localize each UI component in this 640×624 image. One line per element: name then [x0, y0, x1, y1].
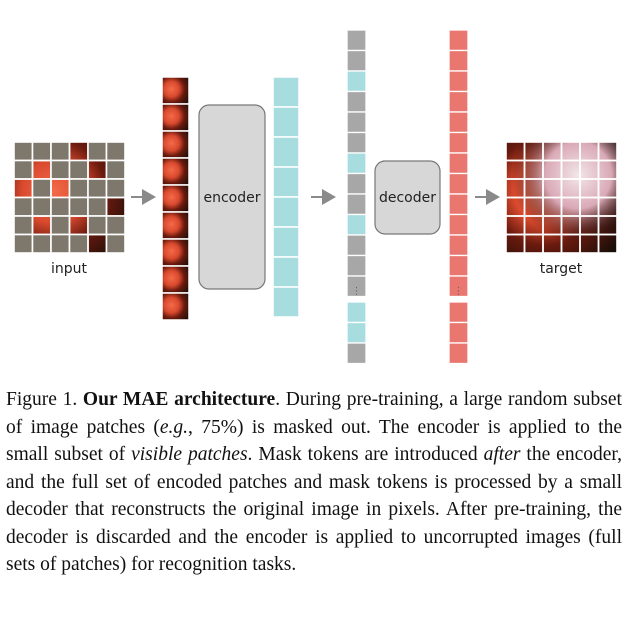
caption-title: Our MAE architecture: [82, 389, 276, 410]
masked-patch: [69, 197, 88, 216]
mask-token: [346, 29, 367, 52]
visible-patch: [162, 158, 189, 185]
encoded-token: [346, 152, 367, 175]
decoded-token: [448, 301, 469, 324]
mask-token: [346, 131, 367, 154]
mask-token: [346, 111, 367, 134]
decoded-token: [448, 111, 469, 134]
encoder-label: encoder: [203, 190, 260, 206]
decoded-token: [448, 275, 469, 298]
decoded-token: [448, 152, 469, 175]
encoded-token: [272, 226, 300, 258]
decoded-token: [448, 70, 469, 93]
mask-token: [346, 193, 367, 216]
encoded-token: [272, 256, 300, 288]
mask-token: [346, 172, 367, 195]
decoded-token: [448, 49, 469, 72]
masked-patch: [51, 142, 70, 161]
masked-patch: [32, 197, 51, 216]
masked-patch: [14, 197, 33, 216]
visible-patch: [162, 104, 189, 131]
visible-patch-border: [161, 292, 190, 321]
masked-patch: [106, 160, 125, 179]
visible-patch: [162, 212, 189, 239]
masked-patch: [32, 234, 51, 253]
masked-patch: [69, 234, 88, 253]
mask-token: [346, 275, 367, 298]
masked-patch: [51, 160, 70, 179]
masked-patch: [106, 142, 125, 161]
encoded-token: [272, 166, 300, 198]
visible-patch: [162, 239, 189, 266]
masked-patch: [106, 216, 125, 235]
visible-patches-column: [161, 76, 190, 321]
patch-border: [105, 233, 126, 254]
masked-patch: [32, 179, 51, 198]
encoded-token: [272, 76, 300, 108]
target-patch: [597, 233, 618, 254]
masked-patch: [51, 234, 70, 253]
mask-token: [346, 342, 367, 365]
encoded-token: [346, 213, 367, 236]
masked-patch: [14, 216, 33, 235]
decoded-token: [448, 234, 469, 257]
masked-patch: [51, 197, 70, 216]
encoded-token: [346, 301, 367, 324]
masked-patch: [88, 216, 107, 235]
decoder-label: decoder: [379, 190, 436, 206]
visible-patch: [162, 185, 189, 212]
masked-patch: [69, 179, 88, 198]
decoded-token: [448, 213, 469, 236]
decoded-token: [448, 321, 469, 344]
ellipsis: ⋮: [352, 286, 362, 297]
encoded-token: [346, 70, 367, 93]
decoded-token: [448, 29, 469, 52]
mask-token: [346, 254, 367, 277]
encoded-token: [272, 196, 300, 228]
visible-patch: [162, 266, 189, 293]
mask-token: [346, 90, 367, 113]
decoded-token: [448, 90, 469, 113]
decoded-token: [448, 342, 469, 365]
decoder-block: [374, 160, 441, 235]
masked-patch: [88, 197, 107, 216]
encoded-token: [272, 106, 300, 138]
input-label: input: [51, 261, 88, 277]
target-label: target: [540, 261, 583, 277]
masked-patch: [106, 179, 125, 198]
decoded-token: [448, 131, 469, 154]
input-image: [13, 141, 126, 254]
decoded-token: [448, 254, 469, 277]
visible-patch: [162, 77, 189, 104]
masked-patch: [14, 234, 33, 253]
encoded-tokens-column: [272, 76, 300, 318]
encoded-token: [346, 321, 367, 344]
target-image: [505, 141, 618, 254]
masked-patch: [14, 160, 33, 179]
masked-patch: [69, 160, 88, 179]
encoded-token: [272, 136, 300, 168]
mask-token: [346, 49, 367, 72]
ellipsis: ⋮: [454, 286, 464, 297]
mae-architecture-diagram: input encoder ⋮ decoder ⋮ target: [13, 29, 618, 365]
decoded-token: [448, 193, 469, 216]
mask-token: [346, 234, 367, 257]
visible-patch: [162, 131, 189, 158]
masked-patch: [14, 142, 33, 161]
figure-caption: Figure 1. Our MAE architecture. During p…: [6, 389, 623, 575]
masked-patch: [88, 142, 107, 161]
encoder-block: [198, 104, 266, 290]
decoded-token: [448, 172, 469, 195]
visible-patch: [162, 293, 189, 320]
full-token-sequence-column: ⋮: [346, 29, 367, 365]
masked-patch: [32, 142, 51, 161]
masked-patch: [51, 216, 70, 235]
masked-patch: [88, 179, 107, 198]
decoded-tokens-column: ⋮: [448, 29, 469, 365]
caption-figure-number: Figure 1.: [6, 389, 83, 410]
encoded-token: [272, 286, 300, 318]
masked-patch: [106, 234, 125, 253]
